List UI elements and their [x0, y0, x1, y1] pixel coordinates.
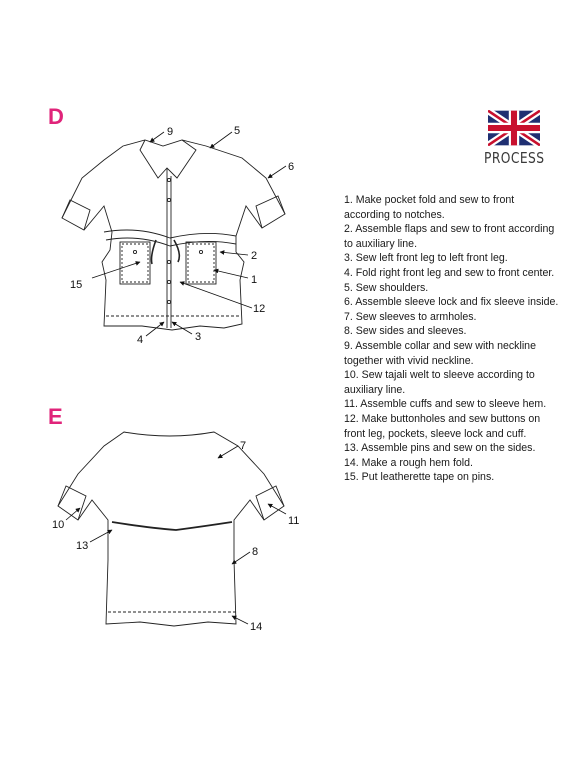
- process-step: 12. Make buttonholes and sew buttons on …: [344, 412, 541, 440]
- callout-11: 11: [288, 515, 299, 527]
- section-letter-back: E: [48, 404, 63, 429]
- callout-7: 7: [240, 440, 246, 452]
- process-step: 14. Make a rough hem fold.: [344, 456, 473, 469]
- process-step: 10. Sew tajali welt to sleeve according …: [344, 369, 535, 396]
- callout-2: 2: [251, 250, 257, 262]
- process-title: PROCESS: [484, 149, 545, 167]
- callout-8: 8: [252, 546, 258, 558]
- process-step: 7. Sew sleeves to armholes.: [344, 310, 477, 323]
- process-step: 11. Assemble cuffs and sew to sleeve hem…: [344, 398, 547, 411]
- callout-14: 14: [250, 621, 262, 633]
- process-step: 15. Put leatherette tape on pins.: [344, 471, 495, 484]
- process-steps-list: 1. Make pocket fold and sew to front acc…: [344, 193, 559, 485]
- callout-12: 12: [253, 303, 265, 315]
- callout-10: 10: [52, 519, 64, 531]
- process-step: 9. Assemble collar and sew with neckline…: [344, 339, 536, 367]
- process-step: 2. Assemble flaps and sew to front accor…: [344, 223, 555, 250]
- process-step: 3. Sew left front leg to left front leg.: [344, 252, 508, 265]
- callout-13: 13: [76, 540, 88, 552]
- callout-5: 5: [234, 125, 240, 137]
- front-view-drawing: [61, 139, 286, 331]
- callout-4: 4: [137, 334, 143, 346]
- section-letter-front: D: [48, 104, 64, 129]
- process-step: 6. Assemble sleeve lock and fix sleeve i…: [344, 296, 559, 309]
- process-step: 13. Assemble pins and sew on the sides.: [344, 442, 536, 455]
- uk-flag-icon: [488, 110, 540, 146]
- callout-3: 3: [195, 331, 201, 343]
- process-step: 8. Sew sides and sleeves.: [344, 325, 467, 338]
- callout-15: 15: [70, 279, 82, 291]
- process-step: 5. Sew shoulders.: [344, 281, 429, 294]
- process-step: 4. Fold right front leg and sew to front…: [344, 266, 555, 279]
- callout-1: 1: [251, 274, 257, 286]
- callout-9: 9: [167, 126, 173, 138]
- process-step: 1. Make pocket fold and sew to front acc…: [344, 194, 515, 221]
- callout-6: 6: [288, 161, 294, 173]
- back-view-drawing: [57, 431, 285, 627]
